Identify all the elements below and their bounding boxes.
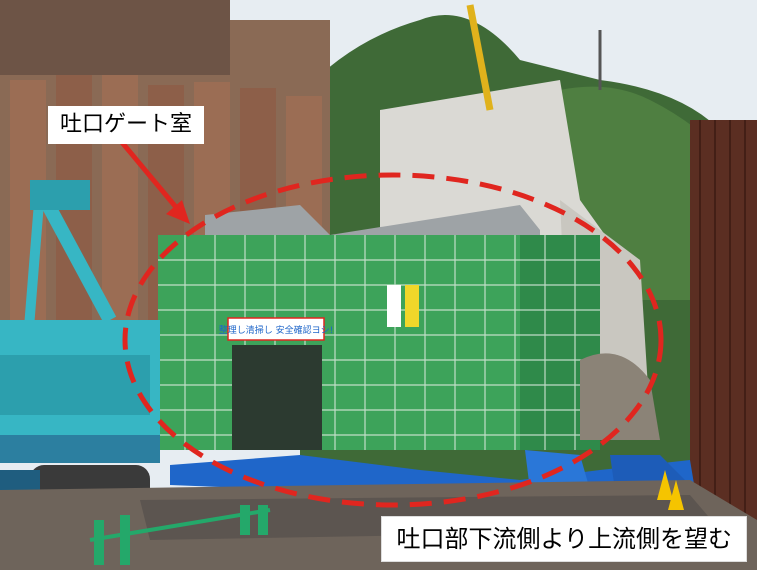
safety-barriers [89, 505, 271, 565]
annotation-ellipse [122, 172, 664, 508]
scaffold-building [158, 235, 578, 450]
crane-boom-right [466, 4, 494, 111]
crawler-crane [0, 180, 160, 505]
photo-caption: 吐口部下流側より上流側を望む [381, 516, 747, 562]
rock-slope [580, 353, 660, 440]
vertical-sign-left [387, 285, 401, 327]
safety-banner [227, 317, 325, 341]
scaffold-opening [232, 345, 322, 450]
annotation-arrow [118, 138, 190, 224]
traffic-cones [657, 470, 684, 510]
top-structure [0, 0, 230, 75]
safety-banner-text: 整理し清掃し 安全確認ヨシ! [219, 324, 333, 336]
vertical-sign-right [405, 285, 419, 327]
scaffold-grid [158, 235, 600, 450]
gate-room-label: 吐口ゲート室 [48, 106, 205, 144]
